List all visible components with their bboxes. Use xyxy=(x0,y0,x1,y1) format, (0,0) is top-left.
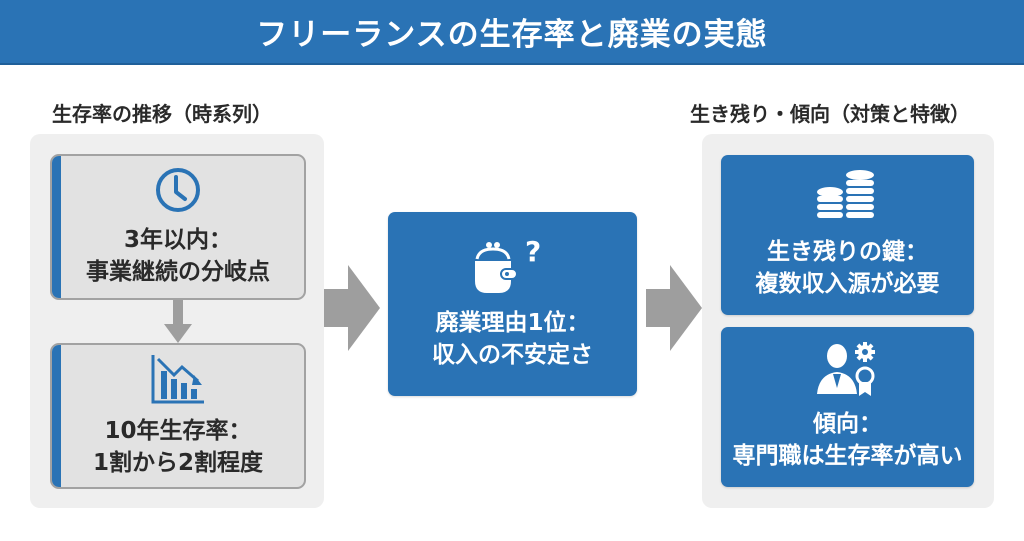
card-survival-key: 生き残りの鍵： 複数収入源が必要 xyxy=(721,155,974,315)
card-accent-bar xyxy=(52,345,61,487)
page-title: フリーランスの生存率と廃業の実態 xyxy=(256,17,768,53)
card-line1: 廃業理由1位： xyxy=(435,310,590,336)
svg-text:?: ? xyxy=(525,237,541,268)
right-section-label: 生き残り・傾向（対策と特徴） xyxy=(690,102,970,126)
card-line2: 事業継続の分岐点 xyxy=(86,259,270,285)
right-arrow-to-right xyxy=(646,265,702,351)
card-line1: 3年以内： xyxy=(123,227,232,253)
right-arrow-to-center xyxy=(324,265,380,351)
clock-icon xyxy=(156,168,200,212)
card-survival-key-text: 生き残りの鍵： 複数収入源が必要 xyxy=(756,236,940,300)
card-10-year: 10年生存率： 1割から2割程度 xyxy=(50,343,306,489)
card-10-year-text: 10年生存率： 1割から2割程度 xyxy=(93,415,263,479)
center-card-text: 廃業理由1位： 収入の不安定さ xyxy=(432,307,593,371)
card-accent-bar xyxy=(52,156,61,298)
card-line2: 専門職は生存率が高い xyxy=(732,443,963,469)
card-line1: 傾向： xyxy=(813,411,882,437)
professional-badge-icon xyxy=(816,342,875,396)
card-line2: 収入の不安定さ xyxy=(432,342,593,368)
purse-question-icon: ? xyxy=(474,237,541,293)
card-line1: 10年生存率： xyxy=(104,418,252,444)
left-section-label: 生存率の推移（時系列） xyxy=(52,102,272,126)
down-arrow xyxy=(164,300,192,343)
card-trend: 傾向： 専門職は生存率が高い xyxy=(721,327,974,487)
card-line2: 1割から2割程度 xyxy=(92,450,263,476)
card-3-year-text: 3年以内： 事業継続の分岐点 xyxy=(86,224,270,288)
card-line2: 複数収入源が必要 xyxy=(755,271,940,297)
card-trend-text: 傾向： 専門職は生存率が高い xyxy=(733,408,963,472)
center-card-closure-reason: ? 廃業理由1位： 収入の不安定さ xyxy=(388,212,637,396)
coin-stacks-icon xyxy=(816,170,874,218)
card-line1: 生き残りの鍵： xyxy=(767,239,928,265)
declining-chart-icon xyxy=(151,355,204,404)
card-3-year: 3年以内： 事業継続の分岐点 xyxy=(50,154,306,300)
header-banner: フリーランスの生存率と廃業の実態 xyxy=(0,0,1024,65)
